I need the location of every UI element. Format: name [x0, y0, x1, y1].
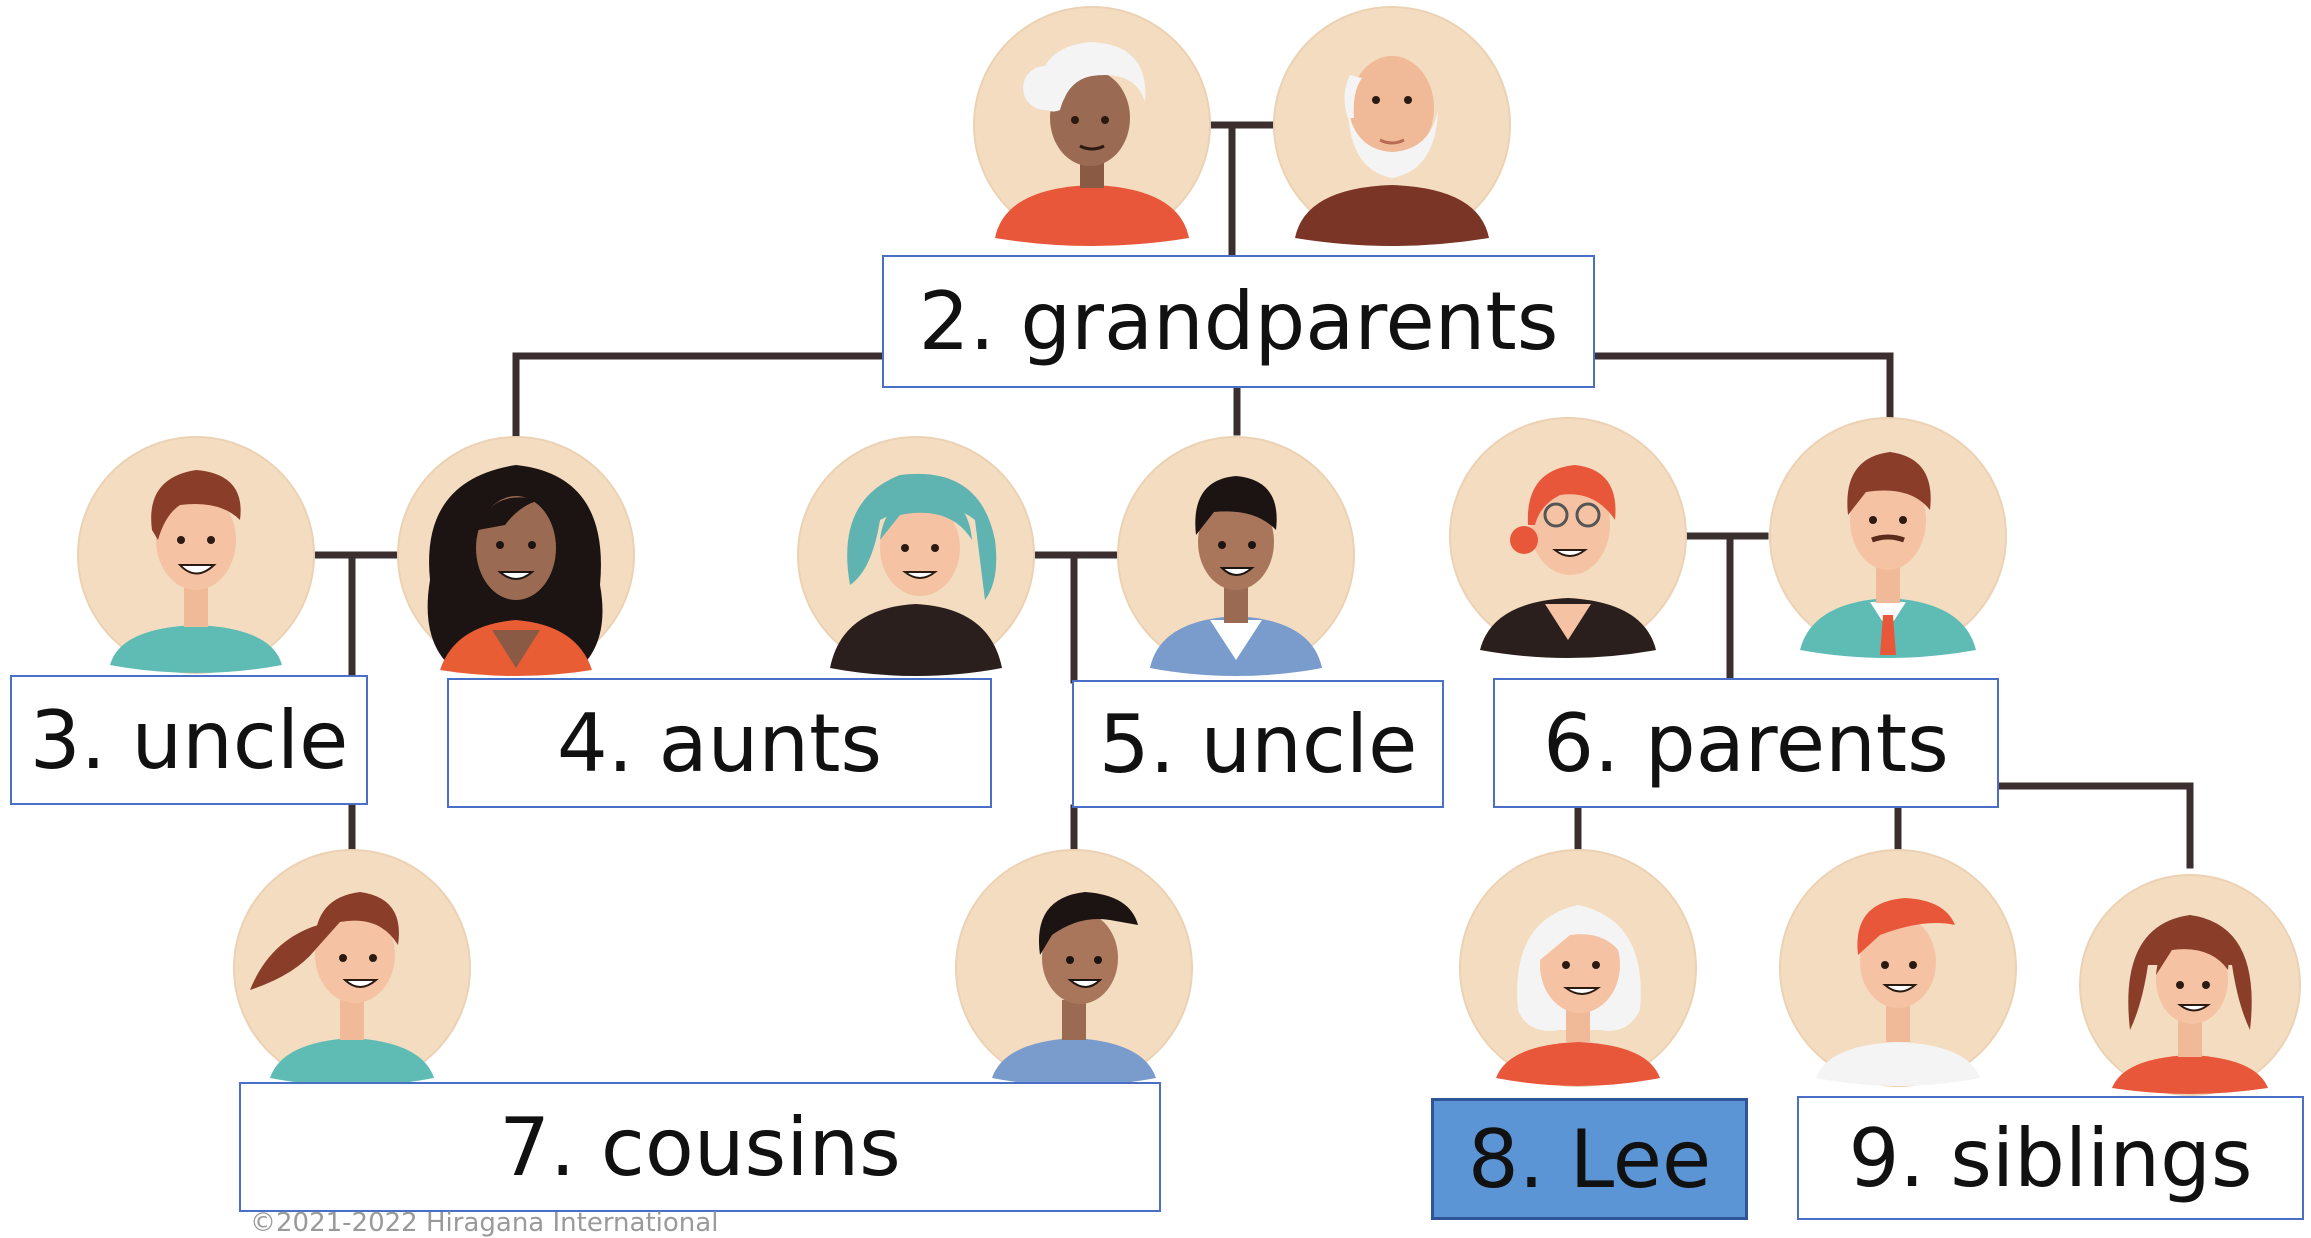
father-avatar [1769, 417, 2007, 658]
aunt-left-avatar [397, 436, 635, 676]
connector-sister [1996, 782, 2194, 869]
label-siblings: 9. siblings [1797, 1096, 2304, 1220]
connector-grandparents-left [512, 352, 886, 437]
aunt-right-avatar [797, 436, 1035, 676]
grandmother-avatar [973, 6, 1211, 246]
label-uncle-left: 3. uncle [10, 675, 368, 805]
label-uncle-right: 5. uncle [1072, 680, 1444, 808]
uncle-right-avatar [1117, 436, 1355, 676]
sibling-brother-avatar [1779, 849, 2017, 1087]
label-lee: 8. Lee [1431, 1098, 1748, 1220]
cousin-boy-avatar [955, 849, 1193, 1087]
label-grandparents: 2. grandparents [882, 255, 1595, 388]
uncle-left-avatar [77, 436, 315, 674]
lee-avatar [1459, 849, 1697, 1087]
copyright-text: ©2021-2022 Hiragana International [250, 1208, 719, 1238]
connector-grandparents-right [1591, 352, 1894, 419]
grandfather-avatar [1273, 6, 1511, 246]
sibling-sister-avatar [2079, 874, 2301, 1096]
connectors [311, 121, 2194, 869]
label-aunts: 4. aunts [447, 678, 992, 808]
label-parents: 6. parents [1493, 678, 1999, 808]
mother-avatar [1449, 417, 1687, 658]
cousin-girl-avatar [233, 849, 471, 1087]
label-cousins: 7. cousins [239, 1082, 1161, 1212]
